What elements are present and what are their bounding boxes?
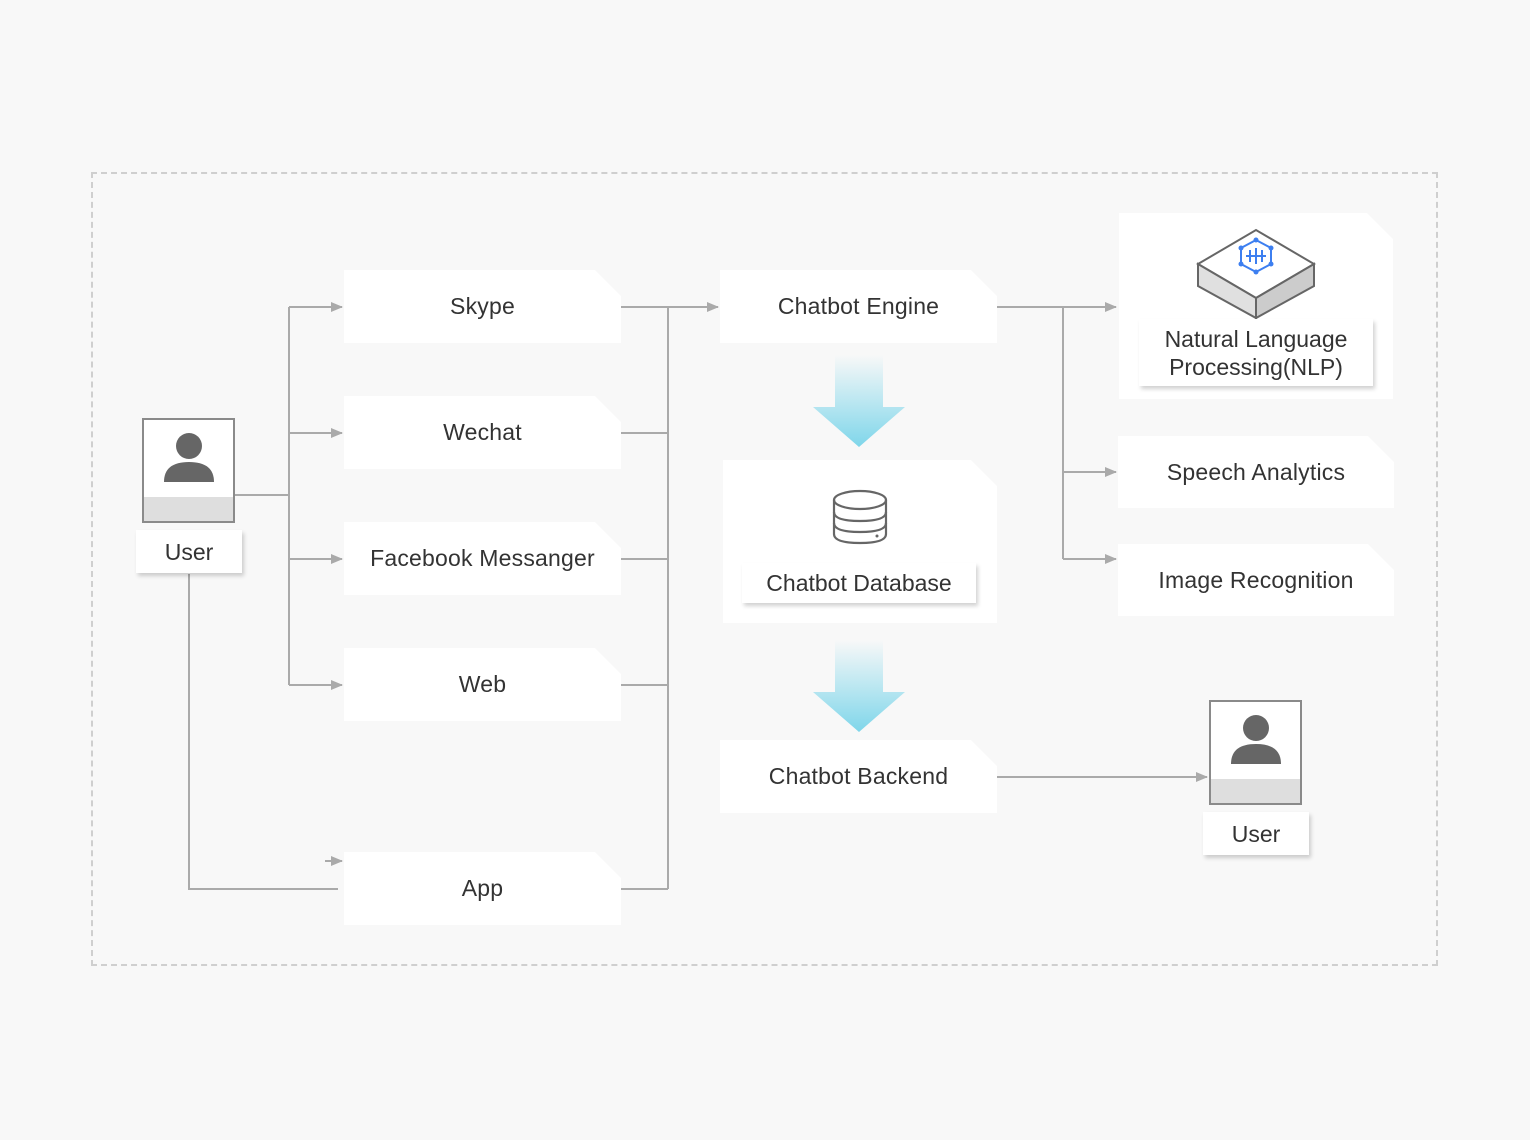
channel-app: App (344, 852, 621, 925)
user-right-label: User (1203, 812, 1309, 855)
chatbot-database-label: Chatbot Database (742, 563, 976, 603)
channel-skype: Skype (344, 270, 621, 343)
chatbot-backend-card: Chatbot Backend (720, 740, 997, 813)
dashed-boundary (91, 172, 1438, 966)
channel-web: Web (344, 648, 621, 721)
down-flow-arrow-1 (813, 355, 905, 447)
database-icon (832, 489, 888, 545)
channel-wechat: Wechat (344, 396, 621, 469)
user-avatar-right (1209, 700, 1302, 805)
avatar-strip (1211, 779, 1300, 803)
nlp-label-line1: Natural Language (1164, 325, 1348, 352)
image-recognition-card: Image Recognition (1118, 544, 1394, 616)
user-left-label: User (136, 530, 242, 573)
chatbot-engine-card: Chatbot Engine (720, 270, 997, 343)
nlp-label-line2: Processing(NLP) (1169, 353, 1343, 380)
avatar-strip (144, 497, 233, 521)
connector-user-to-app (188, 574, 338, 890)
nlp-cube-icon (1196, 228, 1316, 320)
user-avatar-left (142, 418, 235, 523)
channel-facebook-messanger: Facebook Messanger (344, 522, 621, 595)
down-flow-arrow-2 (813, 640, 905, 732)
speech-analytics-card: Speech Analytics (1118, 436, 1394, 508)
person-icon (1231, 715, 1281, 764)
nlp-label: Natural Language Processing(NLP) (1139, 319, 1373, 386)
person-icon (164, 433, 214, 482)
